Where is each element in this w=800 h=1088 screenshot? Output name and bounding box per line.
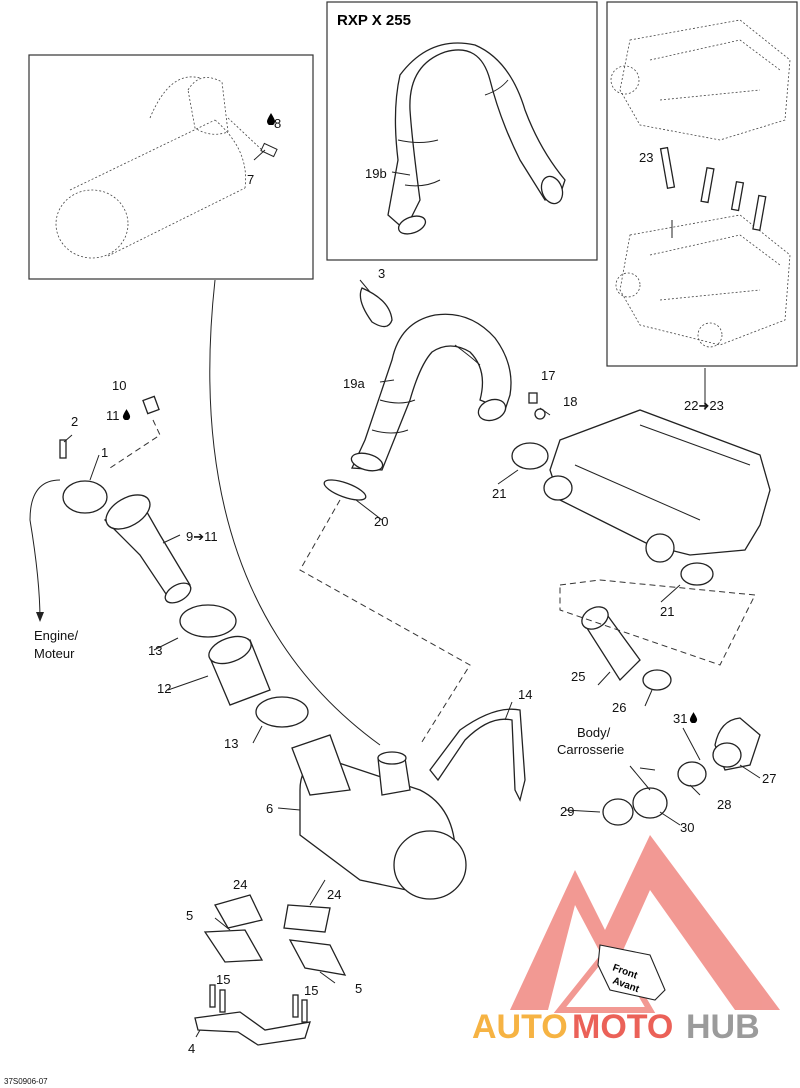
- gasket-29: [602, 798, 634, 826]
- callout-19b: 19b: [365, 166, 387, 181]
- muffler-6-drawing: [291, 734, 467, 900]
- callout-1: 1: [101, 445, 108, 460]
- callout-15-left: 15: [216, 972, 230, 987]
- pipe-19b-drawing: [387, 42, 566, 235]
- callout-27: 27: [762, 771, 776, 786]
- bolt-15-right-a: [292, 994, 299, 1018]
- callout-28: 28: [717, 797, 731, 812]
- callout-23: 23: [639, 150, 653, 165]
- clamp-26: [642, 669, 672, 691]
- callout-19a: 19a: [343, 376, 365, 391]
- callout-5-right: 5: [355, 981, 362, 996]
- sensor-part-7: [260, 142, 278, 158]
- pin-2: [59, 439, 67, 459]
- pad-23-a: [659, 146, 676, 189]
- bolt-15-left-b: [219, 989, 226, 1013]
- callout-3: 3: [378, 266, 385, 281]
- bracket-4: [194, 1011, 311, 1046]
- callout-11: 11: [106, 408, 120, 423]
- resonator-inset-drawing: [610, 19, 791, 348]
- leader-lines: [29, 149, 761, 1038]
- callout-20: 20: [374, 514, 388, 529]
- inset-box-muffler: [28, 54, 314, 280]
- callout-18: 18: [563, 394, 577, 409]
- bracket-5-right: [288, 939, 347, 976]
- resonator-22-drawing: [543, 409, 771, 563]
- engine-label-line2: Moteur: [34, 646, 75, 661]
- clamp-13-lower: [255, 696, 309, 728]
- front-avant-marker: Front Avant: [597, 944, 666, 1001]
- ring-28: [677, 761, 707, 787]
- sleeve-12: [208, 635, 271, 706]
- watermark-text: AUTO MOTO HUB: [472, 1008, 760, 1046]
- watermark-moto: MOTO: [572, 1008, 673, 1046]
- callout-22: 22➔23: [684, 398, 724, 413]
- callout-9: 9➔11: [186, 529, 218, 544]
- callout-15-right: 15: [304, 983, 318, 998]
- callout-25: 25: [571, 669, 585, 684]
- callout-21-upper: 21: [492, 486, 506, 501]
- drop-icon: [689, 712, 698, 723]
- adaptor-25: [581, 606, 641, 682]
- callout-2: 2: [71, 414, 78, 429]
- bolt-15-right-b: [301, 999, 308, 1023]
- clamp-1: [62, 480, 108, 514]
- pad-23-d: [752, 194, 767, 232]
- pipe-19a-drawing: [350, 313, 512, 472]
- gasket-20: [323, 479, 367, 501]
- callout-31: 31: [673, 711, 687, 726]
- callout-26: 26: [612, 700, 626, 715]
- body-label-line1: Body/: [577, 725, 611, 740]
- strap-14: [429, 708, 526, 802]
- callout-12: 12: [157, 681, 171, 696]
- inset-muffler-drawing: [55, 76, 278, 259]
- inset-box-rxp: [326, 1, 598, 261]
- outlet-27: [712, 717, 761, 771]
- inset-box-resonator: [606, 1, 798, 367]
- ring-3: [359, 287, 393, 328]
- fitting-10: [142, 395, 160, 415]
- engine-label-line1: Engine/: [34, 628, 78, 643]
- clamp-13-upper: [179, 604, 237, 638]
- inset-title: RXP X 255: [337, 12, 411, 29]
- bolt-17: [528, 392, 538, 404]
- bolt-15-left-a: [209, 984, 216, 1008]
- washer-18: [534, 408, 546, 420]
- callout-6: 6: [266, 801, 273, 816]
- callout-5-left: 5: [186, 908, 193, 923]
- bracket-5-left: [203, 929, 264, 963]
- callout-30: 30: [680, 820, 694, 835]
- pipe-9-drawing: [103, 494, 192, 604]
- watermark-hub: HUB: [686, 1008, 760, 1046]
- callout-13-lower: 13: [224, 736, 238, 751]
- callout-21-lower: 21: [660, 604, 674, 619]
- clamp-21-lower: [680, 562, 714, 586]
- callout-29: 29: [560, 804, 574, 819]
- pad-23-b: [700, 166, 715, 204]
- watermark-auto: AUTO: [472, 1008, 568, 1046]
- callout-14: 14: [518, 687, 532, 702]
- callout-24-right: 24: [327, 887, 341, 902]
- pad-23-c: [730, 180, 745, 212]
- callout-7: 7: [247, 172, 254, 187]
- pad-24-right: [283, 904, 331, 933]
- pad-24-left: [214, 894, 263, 929]
- body-label-line2: Carrosserie: [557, 742, 624, 757]
- callout-24-left: 24: [233, 877, 247, 892]
- callout-4: 4: [188, 1041, 195, 1056]
- callout-10: 10: [112, 378, 126, 393]
- callout-17: 17: [541, 368, 555, 383]
- callout-13-upper: 13: [148, 643, 162, 658]
- watermark-mountain: [510, 835, 780, 1010]
- nut-30: [632, 787, 668, 819]
- clamp-21-upper: [511, 442, 549, 470]
- callout-8: 8: [274, 116, 281, 131]
- reference-code: 37S0906-07: [4, 1077, 48, 1086]
- drop-icon: [122, 409, 131, 420]
